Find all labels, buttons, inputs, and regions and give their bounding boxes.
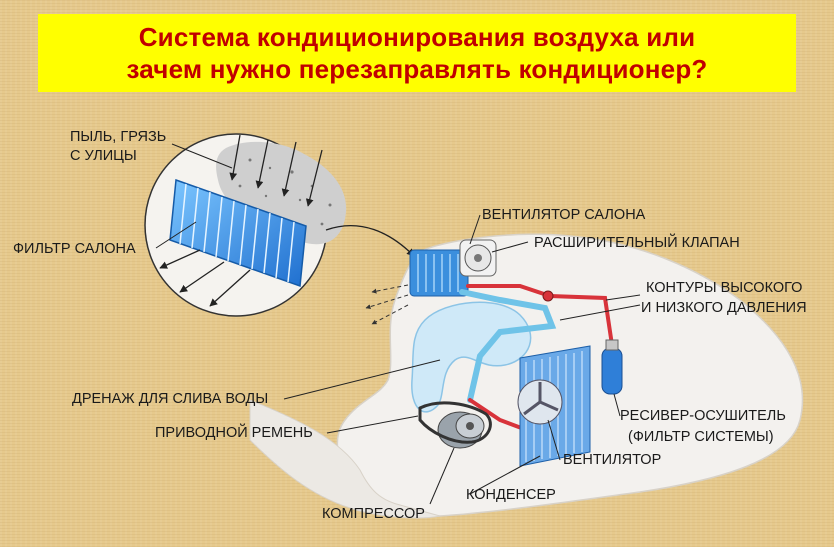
title-banner: Система кондиционирования воздуха или за…: [38, 14, 796, 92]
condenser-graphic: [517, 345, 591, 467]
module-airflow-arrows: [365, 284, 409, 325]
cabin-filter-graphic: [169, 178, 307, 288]
label-cabin-fan: ВЕНТИЛЯТОР САЛОНА: [482, 207, 646, 223]
drive-belt-graphic: [418, 401, 492, 444]
label-dust-line-1: ПЫЛЬ, ГРЯЗЬ: [70, 129, 167, 145]
dust-cloud: [216, 141, 347, 245]
expansion-valve-graphic: [542, 290, 554, 302]
zoom-connector-arrow: [325, 225, 415, 257]
clean-air-arrows: [159, 249, 251, 307]
evaporator-module: [409, 239, 497, 297]
label-dust-line-2: С УЛИЦЫ: [70, 148, 137, 164]
label-drain: ДРЕНАЖ ДЛЯ СЛИВА ВОДЫ: [72, 391, 269, 407]
label-compressor: КОМПРЕССОР: [322, 506, 425, 522]
receiver-drier-graphic: [601, 339, 623, 395]
label-fan: ВЕНТИЛЯТОР: [563, 452, 662, 468]
label-receiver-line-2: (ФИЛЬТР СИСТЕМЫ): [628, 429, 774, 445]
label-drive-belt: ПРИВОДНОЙ РЕМЕНЬ: [155, 425, 313, 441]
label-circuits-line-1: КОНТУРЫ ВЫСОКОГО: [646, 280, 803, 296]
dust-specks: [238, 158, 332, 226]
label-receiver-line-1: РЕСИВЕР-ОСУШИТЕЛЬ: [620, 408, 786, 424]
label-condenser: КОНДЕНСЕР: [466, 487, 556, 503]
car-front-curve: [249, 399, 441, 519]
leader-lines: [155, 143, 641, 505]
title-line-2: зачем нужно перезаправлять кондиционер?: [126, 54, 708, 84]
label-circuits-line-2: И НИЗКОГО ДАВЛЕНИЯ: [641, 300, 807, 316]
label-cabin-filter: ФИЛЬТР САЛОНА: [13, 241, 136, 257]
title-line-1: Система кондиционирования воздуха или: [138, 22, 696, 52]
label-expansion-valve: РАСШИРИТЕЛЬНЫЙ КЛАПАН: [534, 235, 740, 251]
dirty-air-arrows: [229, 134, 323, 207]
